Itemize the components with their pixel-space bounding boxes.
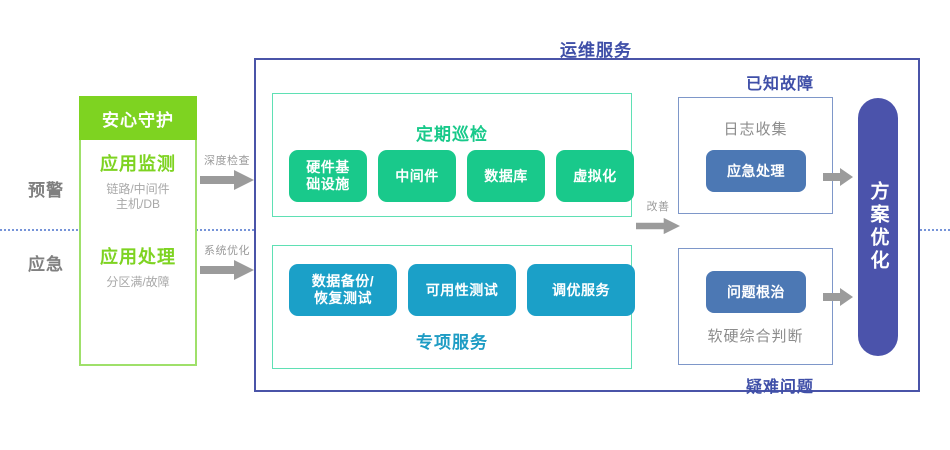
arrow-label: 改善 [646, 201, 670, 213]
guard-panel [79, 96, 197, 366]
guard-block-subtitle: 分区满/故障 [106, 275, 170, 289]
chip-tuning-service[interactable]: 调优服务 [527, 264, 635, 316]
arrow-right-icon [823, 288, 853, 306]
chip-availability-test[interactable]: 可用性测试 [408, 264, 516, 316]
caption-hard-problem: 疑难问题 [745, 379, 814, 396]
panel-special-service: 数据备份/ 恢复测试 可用性测试 调优服务 专项服务 [272, 245, 635, 369]
guard-block-subtitle: 链路/中间件 主机/DB [106, 182, 170, 211]
arrow-label: 系统优化 [204, 245, 250, 257]
inspection-chip-row: 硬件基 础设施 中间件 数据库 虚拟化 [289, 150, 634, 202]
hard-problem-sub-label: 软硬综合判断 [707, 328, 804, 345]
chip-hardware-infrastructure[interactable]: 硬件基 础设施 [289, 150, 367, 202]
guard-block-monitoring[interactable]: 应用监测 链路/中间件 主机/DB [79, 152, 197, 212]
group-known-fault: 日志收集 应急处理 [678, 97, 833, 214]
outcome-solution-optimization[interactable]: 方案优化 [858, 98, 898, 356]
outcome-label: 方案优化 [867, 181, 889, 273]
arrow-improve: 改善 [627, 198, 689, 236]
arrow-right-icon [200, 170, 254, 190]
chip-root-cause-fix[interactable]: 问题根治 [706, 271, 806, 313]
arrow-right-icon [823, 168, 853, 186]
arrow-known-to-solution [823, 168, 853, 191]
group-hard-problem: 问题根治 软硬综合判断 [678, 248, 833, 365]
panel-regular-inspection: 定期巡检 硬件基 础设施 中间件 数据库 虚拟化 [272, 93, 634, 217]
chip-virtualization[interactable]: 虚拟化 [556, 150, 634, 202]
panel-title: 专项服务 [416, 333, 488, 352]
arrow-system-optimize: 系统优化 [196, 242, 258, 280]
row-label-warning: 预警 [28, 181, 64, 200]
arrow-deep-check: 深度检查 [196, 152, 258, 190]
arrow-right-icon [636, 217, 680, 235]
panel-title: 定期巡检 [416, 125, 488, 144]
chip-database[interactable]: 数据库 [467, 150, 545, 202]
chip-data-backup-recovery-test[interactable]: 数据备份/ 恢复测试 [289, 264, 397, 316]
chip-emergency-handling[interactable]: 应急处理 [706, 150, 806, 192]
arrow-hard-to-solution [823, 288, 853, 311]
known-fault-sub-label: 日志收集 [723, 121, 788, 138]
caption-known-fault: 已知故障 [745, 76, 814, 93]
chip-middleware[interactable]: 中间件 [378, 150, 456, 202]
guard-block-title: 应用监测 [100, 154, 176, 174]
arrow-right-icon [200, 260, 254, 280]
oam-service-title: 运维服务 [560, 41, 632, 60]
arrow-label: 深度检查 [204, 155, 250, 167]
special-chip-row: 数据备份/ 恢复测试 可用性测试 调优服务 [289, 264, 635, 316]
guard-block-handling[interactable]: 应用处理 分区满/故障 [79, 245, 197, 290]
guard-block-title: 应用处理 [100, 247, 176, 267]
guard-panel-header: 安心守护 [79, 96, 197, 140]
row-label-emergency: 应急 [28, 255, 64, 274]
